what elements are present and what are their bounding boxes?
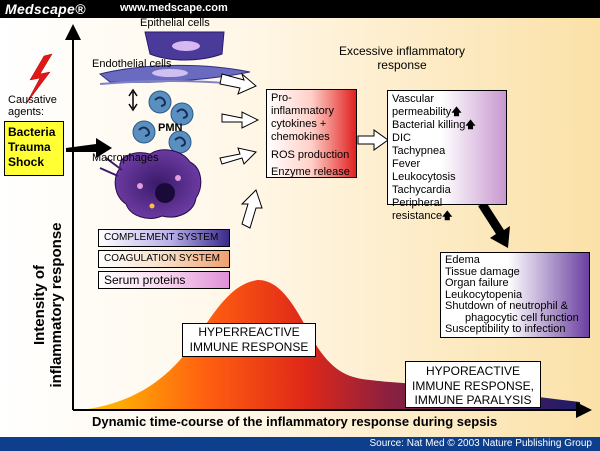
damage-item: Shutdown of neutrophil &: [445, 300, 568, 312]
coagulation-system-box: COAGULATION SYSTEM: [98, 250, 230, 268]
effect-item: Tachycardia: [392, 184, 451, 196]
damage-item: Leukocytopenia: [445, 288, 523, 301]
complement-system-box: COMPLEMENT SYSTEM: [98, 229, 230, 247]
mediator-item: Enzyme release: [271, 166, 350, 178]
effect-item: Vascular permeability🡅: [392, 93, 462, 118]
effects-box: Vascular permeability🡅 Bacterial killing…: [387, 90, 507, 222]
effect-item: DIC: [392, 132, 411, 144]
epithelial-label: Epithelial cells: [140, 18, 210, 29]
diagram-graphics: [25, 24, 592, 418]
up-arrow-icon: 🡅: [451, 107, 462, 118]
mediator-item: chemokines: [271, 131, 330, 143]
hyperreactive-box: HYPERREACTIVE IMMUNE RESPONSE: [182, 323, 316, 357]
effect-item: Peripheral resistance🡅: [392, 197, 453, 222]
macrophages-label: Macrophages: [92, 152, 159, 164]
damage-box: Edema Tissue damage Organ failure Leukoc…: [440, 252, 590, 338]
mediator-item: ROS production: [271, 149, 350, 161]
effect-item: Leukocytosis: [392, 171, 456, 183]
y-axis-label-line2: inflammatory response: [48, 222, 65, 388]
diagram-canvas: Epithelial cells Endothelial cells PMN M…: [0, 18, 600, 437]
hyporeactive-box: HYPOREACTIVE IMMUNE RESPONSE, IMMUNE PAR…: [405, 361, 541, 408]
pmn-label: PMN: [158, 122, 183, 134]
brand-logo[interactable]: Medscape®: [5, 1, 86, 17]
x-axis-label: Dynamic time-course of the inflammatory …: [92, 414, 498, 429]
damage-item: Edema: [445, 254, 480, 266]
serum-proteins-box: Serum proteins: [98, 271, 230, 289]
agent-item: Bacteria: [8, 125, 56, 139]
effect-item: Fever: [392, 158, 421, 170]
effect-item: Tachypnea: [392, 145, 446, 157]
hypo-line: IMMUNE PARALYSIS: [414, 393, 532, 407]
damage-item: Susceptibility to infection: [445, 323, 566, 335]
excessive-response-title: Excessive inflammatory response: [332, 44, 472, 72]
damage-item: phagocytic cell function: [465, 311, 579, 324]
mediators-box: Pro-inflammatory cytokines + chemokines …: [266, 89, 357, 178]
agent-item: Trauma: [8, 140, 51, 154]
hollow-arrows: [219, 72, 389, 229]
up-arrow-icon: 🡅: [442, 211, 453, 222]
header-bar: Medscape® www.medscape.com: [0, 0, 600, 18]
agents-caption-line2: agents:: [8, 106, 45, 118]
damage-arrow: [478, 202, 510, 248]
hypo-line: HYPOREACTIVE: [425, 364, 521, 378]
source-credit: Source: Nat Med © 2003 Nature Publishing…: [369, 438, 593, 449]
site-url[interactable]: www.medscape.com: [120, 2, 228, 14]
damage-item: Organ failure: [445, 277, 509, 289]
response-curve: [80, 280, 580, 410]
excessive-title-line2: response: [377, 58, 427, 72]
excessive-title-line1: Excessive inflammatory: [338, 44, 466, 58]
y-axis-label: Intensity of inflammatory response: [31, 215, 65, 395]
effect-item: Bacterial killing🡅: [392, 119, 476, 131]
damage-item: Tissue damage: [445, 265, 520, 278]
hyper-line: IMMUNE RESPONSE: [189, 340, 309, 354]
mediator-item: Pro-inflammatory: [271, 92, 334, 117]
y-axis-label-line1: Intensity of: [31, 265, 48, 346]
hypo-line: IMMUNE RESPONSE,: [411, 378, 534, 393]
agent-arrow: [66, 138, 112, 158]
agent-item: Shock: [8, 155, 45, 169]
lightning-icon: [25, 53, 53, 105]
up-arrow-icon: 🡅: [465, 120, 476, 131]
endothelial-label: Endothelial cells: [92, 58, 172, 70]
pmn-cell-icon: [132, 90, 194, 154]
agents-caption: Causative agents:: [8, 94, 57, 118]
mediator-item: cytokines +: [271, 118, 327, 130]
epithelial-cell-icon: [144, 31, 225, 61]
causative-agents-box: Bacteria Trauma Shock: [4, 121, 64, 176]
hyper-line: HYPERREACTIVE: [198, 325, 300, 339]
agents-caption-line1: Causative: [8, 94, 57, 106]
macrophage-icon: [99, 149, 202, 219]
footer-bar: Source: Nat Med © 2003 Nature Publishing…: [0, 437, 600, 451]
